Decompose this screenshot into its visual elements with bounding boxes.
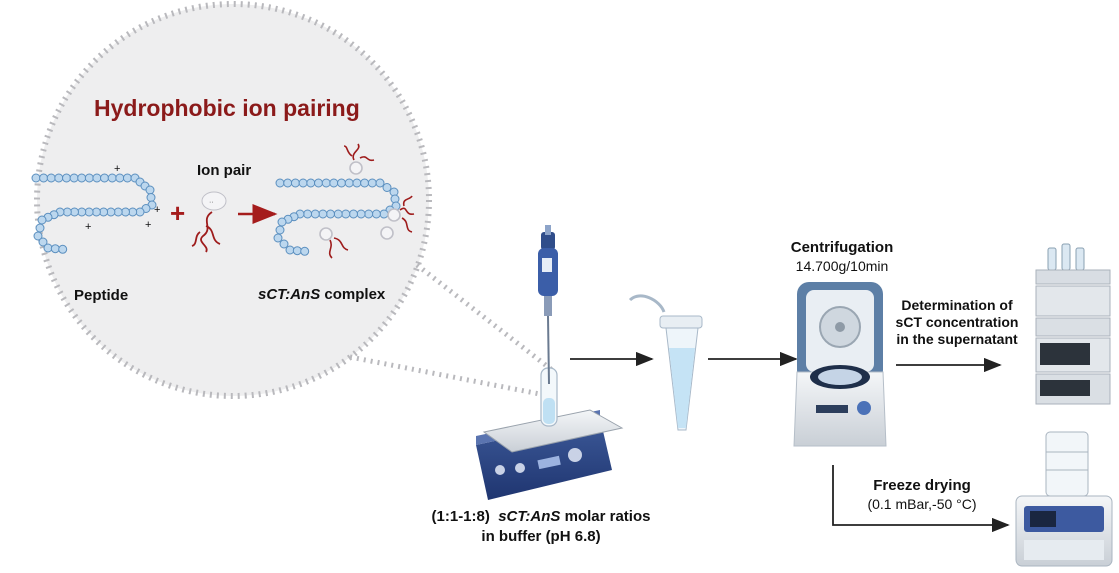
plus-sign: + bbox=[170, 198, 185, 228]
bead bbox=[341, 209, 351, 219]
determination-line1: Determination of bbox=[901, 297, 1013, 313]
determination-line3: in the supernatant bbox=[896, 331, 1018, 347]
bead bbox=[279, 239, 289, 249]
bead bbox=[37, 215, 47, 225]
mixing-complex-name: sCT:AnS bbox=[498, 508, 561, 525]
peptide-chain-icon bbox=[31, 173, 157, 254]
centrifugation-params: 14.700g/10min bbox=[795, 258, 889, 274]
bead bbox=[43, 243, 53, 253]
bead bbox=[326, 209, 335, 219]
bead bbox=[344, 178, 354, 188]
bead bbox=[39, 173, 49, 183]
mixing-caption-line1: (1:1-1:8) sCT:AnS molar ratios bbox=[396, 507, 686, 527]
bead bbox=[84, 173, 94, 183]
mixing-ratio-suffix: molar ratios bbox=[560, 508, 651, 525]
bead bbox=[375, 178, 385, 188]
ion-pair-icon: ·· bbox=[191, 191, 227, 253]
bead bbox=[33, 231, 43, 241]
determination-caption: Determination of sCT concentration in th… bbox=[882, 297, 1032, 348]
ion-pair-label: Ion pair bbox=[197, 162, 252, 179]
bead bbox=[290, 178, 300, 188]
bead bbox=[277, 217, 287, 227]
complex-label-rest: complex bbox=[320, 286, 386, 303]
freeze-drying-title: Freeze drying bbox=[873, 477, 971, 494]
bead bbox=[337, 178, 346, 188]
bead bbox=[46, 173, 56, 183]
bead bbox=[329, 178, 339, 188]
inset-title: Hydrophobic ion pairing bbox=[94, 95, 360, 121]
bead bbox=[77, 173, 87, 183]
bead bbox=[333, 209, 343, 219]
bead bbox=[298, 178, 308, 188]
svg-text:··: ·· bbox=[209, 199, 214, 206]
freeze-dryer-icon bbox=[1015, 431, 1113, 567]
bead bbox=[352, 178, 362, 188]
mixing-ratio: (1:1-1:8) bbox=[431, 508, 499, 525]
bead bbox=[349, 209, 358, 219]
peptide-label: Peptide bbox=[74, 287, 129, 304]
bead bbox=[360, 178, 370, 188]
arrow-to-freeze-dryer bbox=[832, 465, 1010, 533]
bead bbox=[318, 209, 328, 219]
pipette-icon bbox=[538, 225, 558, 385]
bead bbox=[92, 173, 102, 183]
hplc-icon bbox=[1035, 243, 1111, 405]
peptide-charges: + + + + bbox=[85, 163, 160, 233]
bead bbox=[371, 209, 381, 219]
determination-line2: sCT concentration bbox=[895, 314, 1019, 330]
tube-icon bbox=[540, 367, 558, 427]
charge-plus-2: + bbox=[154, 204, 160, 216]
flow-arrows bbox=[570, 351, 1010, 533]
bead bbox=[367, 178, 377, 188]
bead bbox=[145, 185, 155, 195]
bead bbox=[54, 173, 64, 183]
bead bbox=[303, 209, 313, 219]
bead bbox=[69, 173, 79, 183]
bead bbox=[314, 178, 323, 188]
bead bbox=[275, 178, 285, 188]
bead bbox=[306, 178, 316, 188]
bead bbox=[62, 173, 71, 183]
bead bbox=[356, 209, 366, 219]
complex-label: sCT:AnS complex bbox=[258, 286, 385, 303]
bead bbox=[300, 246, 310, 256]
bead bbox=[122, 173, 132, 183]
bead bbox=[107, 173, 117, 183]
zoom-line-lower bbox=[349, 354, 546, 398]
complex-label-italic: sCT:AnS bbox=[258, 286, 321, 303]
bead bbox=[35, 223, 45, 233]
bead bbox=[273, 233, 283, 243]
bead bbox=[100, 173, 109, 183]
bead bbox=[321, 178, 331, 188]
bead bbox=[38, 237, 48, 247]
mixing-caption-line2: in buffer (pH 6.8) bbox=[481, 528, 601, 545]
bead bbox=[310, 209, 320, 219]
charge-plus-1: + bbox=[114, 163, 120, 175]
bead bbox=[275, 225, 285, 235]
bead bbox=[146, 193, 156, 202]
bead bbox=[50, 244, 60, 254]
charge-plus-3: + bbox=[145, 219, 151, 231]
bead bbox=[292, 246, 302, 256]
bead bbox=[379, 209, 389, 219]
freeze-drying-params: (0.1 mBar,-50 °C) bbox=[867, 496, 977, 512]
bead bbox=[283, 178, 293, 188]
complex-chain-icon bbox=[273, 178, 401, 256]
bead bbox=[364, 209, 374, 219]
centrifuge-icon bbox=[793, 282, 887, 447]
bead bbox=[115, 173, 125, 183]
magnetic-stirrer-icon bbox=[476, 409, 624, 500]
charge-plus-4: + bbox=[85, 221, 91, 233]
eppendorf-tube-icon bbox=[628, 294, 703, 431]
centrifugation-title: Centrifugation bbox=[790, 239, 894, 256]
bead bbox=[58, 244, 68, 254]
bead bbox=[382, 183, 392, 192]
zoom-line-upper bbox=[415, 263, 554, 372]
magnifier-inset bbox=[34, 1, 554, 399]
complex-ion-pairs bbox=[319, 143, 415, 259]
bead bbox=[31, 173, 41, 183]
mixing-caption: (1:1-1:8) sCT:AnS molar ratios in buffer… bbox=[396, 507, 686, 547]
bead bbox=[285, 245, 295, 255]
